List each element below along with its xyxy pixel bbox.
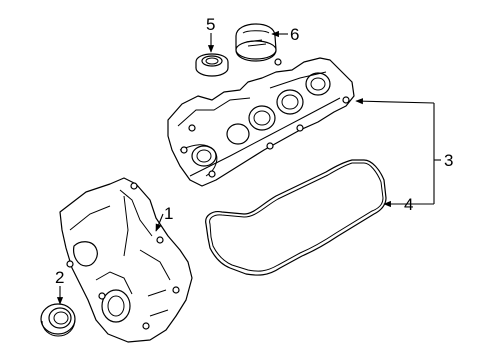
callout-6: 6 bbox=[290, 25, 299, 44]
front-crankshaft-seal bbox=[40, 303, 76, 337]
callout-2: 2 bbox=[55, 268, 64, 287]
oil-filler-cap bbox=[235, 23, 277, 62]
callout-5: 5 bbox=[206, 15, 215, 34]
seal bbox=[195, 53, 229, 77]
timing-cover bbox=[59, 177, 193, 343]
leader-1 bbox=[155, 213, 164, 232]
leader-lines bbox=[56, 30, 441, 305]
callout-3: 3 bbox=[444, 151, 453, 170]
valve-cover bbox=[167, 57, 355, 187]
callout-1: 1 bbox=[164, 204, 173, 223]
callout-labels: 5 6 3 4 1 2 bbox=[55, 15, 453, 287]
leader-3 bbox=[355, 98, 435, 105]
valve-cover-gasket bbox=[205, 159, 387, 276]
callout-4: 4 bbox=[404, 195, 413, 214]
